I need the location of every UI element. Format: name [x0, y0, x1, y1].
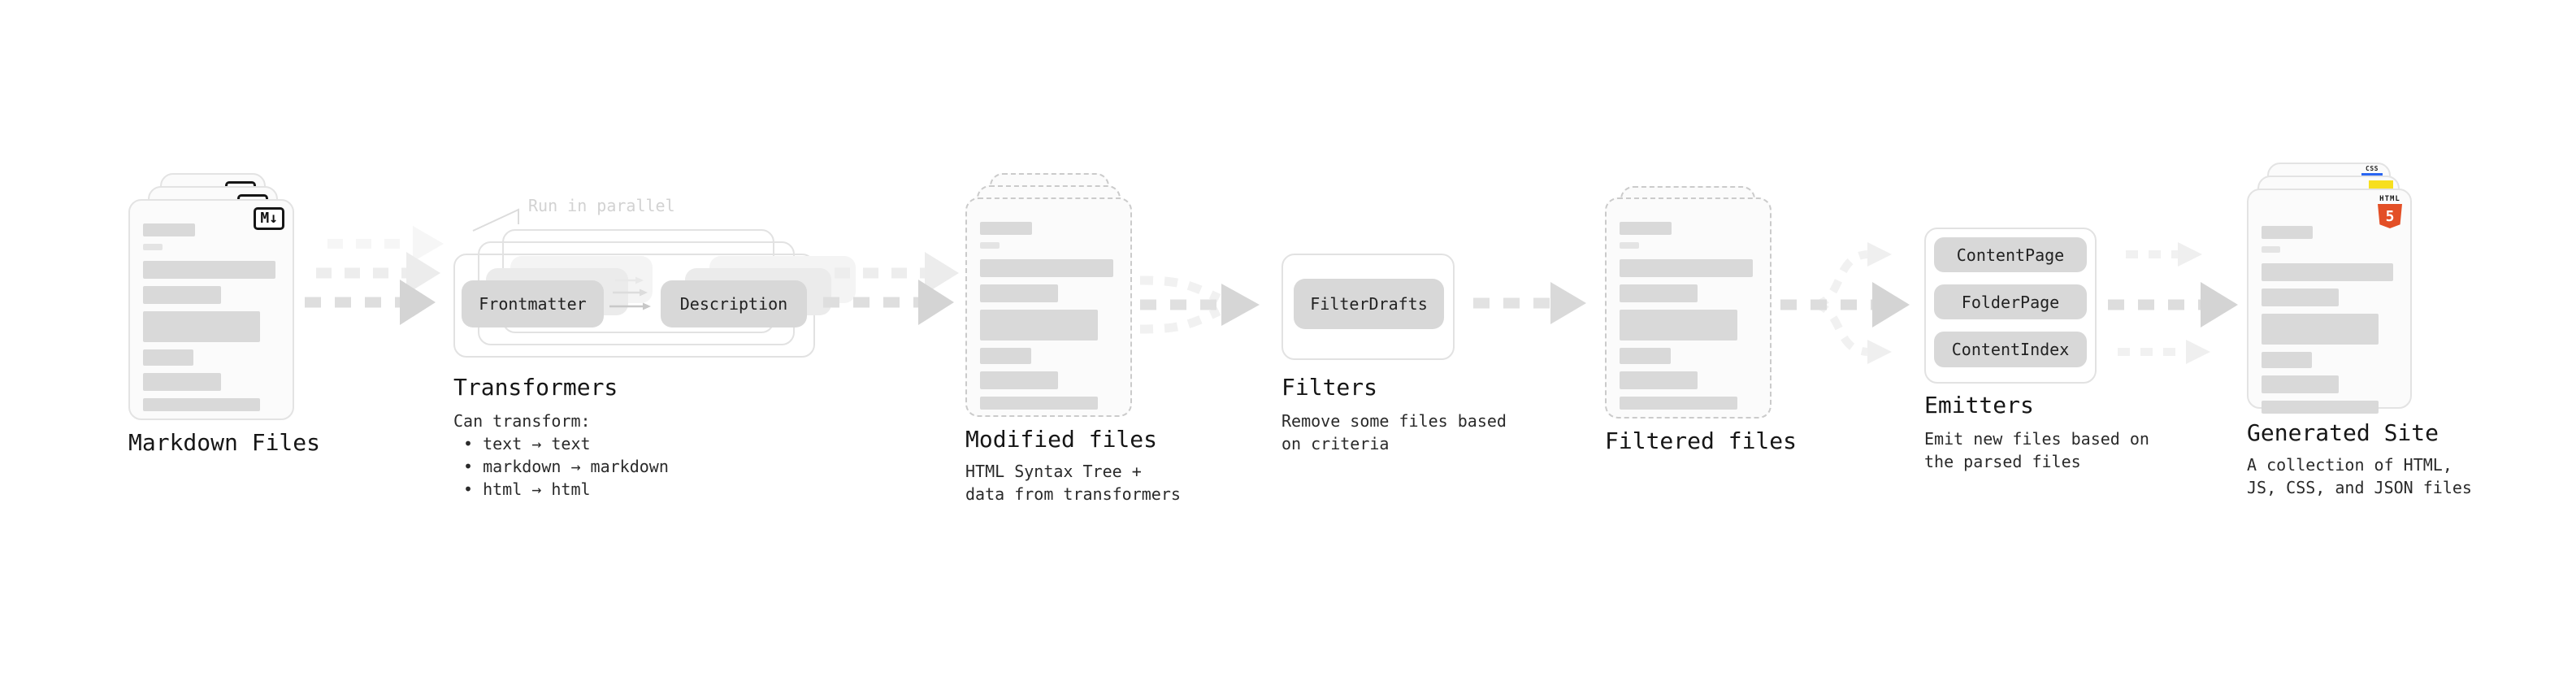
content-bar	[980, 371, 1059, 389]
content-bar	[1620, 310, 1738, 340]
content-bar	[1620, 397, 1738, 410]
html5-icon: HTML 5	[2376, 195, 2404, 228]
content-bar	[1620, 242, 1639, 249]
bullet-item: • text → text	[463, 434, 591, 453]
markdown-file-card-front: M↓	[128, 199, 294, 420]
css-icon-underline	[2361, 173, 2383, 176]
content-bar	[2262, 288, 2340, 306]
content-bar	[980, 242, 1000, 249]
flow-arrow-modified-to-filters	[1139, 275, 1260, 334]
filterdrafts-pill: FilterDrafts	[1294, 279, 1444, 329]
transformers-bullet-list: • text → text • markdown → markdown • ht…	[453, 432, 669, 501]
filters-label: Filters	[1281, 374, 1378, 401]
js-icon	[2369, 180, 2393, 190]
content-bar	[2262, 226, 2314, 239]
content-bar	[2262, 314, 2379, 345]
content-bar	[143, 398, 261, 411]
contentpage-pill: ContentPage	[1934, 237, 2087, 272]
html5-icon-label: HTML	[2379, 195, 2400, 203]
desc-line: Remove some files based	[1281, 411, 1507, 431]
content-bar	[1620, 259, 1753, 277]
content-bar	[2262, 263, 2393, 281]
filtered-file-card-front	[1605, 197, 1772, 419]
content-bar	[980, 397, 1099, 410]
content-bar	[1620, 284, 1698, 302]
contentindex-pill: ContentIndex	[1934, 332, 2087, 367]
generated-site-label: Generated Site	[2247, 419, 2439, 446]
desc-line: A collection of HTML,	[2247, 455, 2452, 475]
transformers-label: Transformers	[453, 374, 618, 401]
filtered-files-label: Filtered files	[1605, 427, 1798, 454]
bullet-item: • markdown → markdown	[463, 457, 669, 476]
folderpage-pill: FolderPage	[1934, 284, 2087, 319]
emitters-label: Emitters	[1924, 392, 2034, 419]
annotation-callout-line	[472, 208, 519, 232]
css-icon: CSS	[2361, 166, 2383, 176]
content-bar	[1620, 222, 1672, 235]
desc-line: data from transformers	[965, 484, 1181, 504]
content-bar	[143, 261, 275, 279]
content-bar	[2262, 246, 2281, 253]
content-bar	[143, 223, 195, 236]
transformers-desc-title: Can transform:	[453, 411, 591, 431]
flow-arrow-markdown-to-transformers	[305, 226, 444, 325]
desc-line: the parsed files	[1924, 452, 2081, 471]
filters-description: Remove some files based on criteria	[1281, 410, 1507, 455]
flow-arrow-filtered-to-emitters	[1780, 242, 1910, 364]
content-bar	[143, 311, 261, 342]
desc-line: on criteria	[1281, 434, 1390, 453]
flow-arrow-filters-to-filtered	[1473, 282, 1586, 324]
content-bar	[1620, 348, 1671, 364]
description-pill: Description	[661, 280, 807, 327]
desc-line: JS, CSS, and JSON files	[2247, 478, 2472, 497]
content-bar	[980, 310, 1099, 340]
file-content-skeleton	[130, 201, 293, 411]
flow-arrow-emitters-to-generated	[2108, 242, 2238, 364]
bullet-item: • html → html	[463, 479, 591, 499]
content-bar	[980, 348, 1031, 364]
html-file-card: HTML 5	[2247, 189, 2412, 414]
transformers-description: Can transform: • text → text • markdown …	[453, 410, 669, 501]
run-in-parallel-annotation: Run in parallel	[528, 196, 675, 215]
content-bar	[143, 373, 221, 391]
desc-line: Emit new files based on	[1924, 429, 2149, 449]
content-bar	[2262, 375, 2340, 393]
modified-files-description: HTML Syntax Tree + data from transformer…	[965, 460, 1181, 505]
file-content-skeleton	[967, 199, 1130, 410]
generated-site-description: A collection of HTML, JS, CSS, and JSON …	[2247, 453, 2472, 499]
desc-line: HTML Syntax Tree +	[965, 462, 1142, 481]
markdown-files-label: Markdown Files	[128, 429, 321, 456]
frontmatter-pill: Frontmatter	[462, 280, 604, 327]
content-bar	[143, 244, 163, 250]
content-bar	[2262, 352, 2312, 368]
content-bar	[143, 286, 221, 304]
content-bar	[1620, 371, 1698, 389]
content-bar	[980, 284, 1059, 302]
content-bar	[143, 349, 194, 366]
html5-icon-shield: 5	[2378, 204, 2402, 228]
markdown-icon: M↓	[254, 207, 284, 230]
flow-arrow-transformers-to-modified	[823, 252, 959, 325]
modified-files-label: Modified files	[965, 426, 1158, 453]
html5-icon-number: 5	[2385, 207, 2395, 225]
transform-step-arrows	[609, 276, 651, 310]
content-bar	[980, 222, 1033, 235]
file-content-skeleton	[2249, 190, 2410, 414]
modified-file-card-front	[965, 197, 1132, 417]
css-icon-label: CSS	[2366, 165, 2379, 172]
content-bar	[980, 259, 1113, 277]
content-bar	[2262, 401, 2379, 414]
emitters-description: Emit new files based on the parsed files	[1924, 427, 2149, 473]
file-content-skeleton	[1607, 199, 1770, 410]
